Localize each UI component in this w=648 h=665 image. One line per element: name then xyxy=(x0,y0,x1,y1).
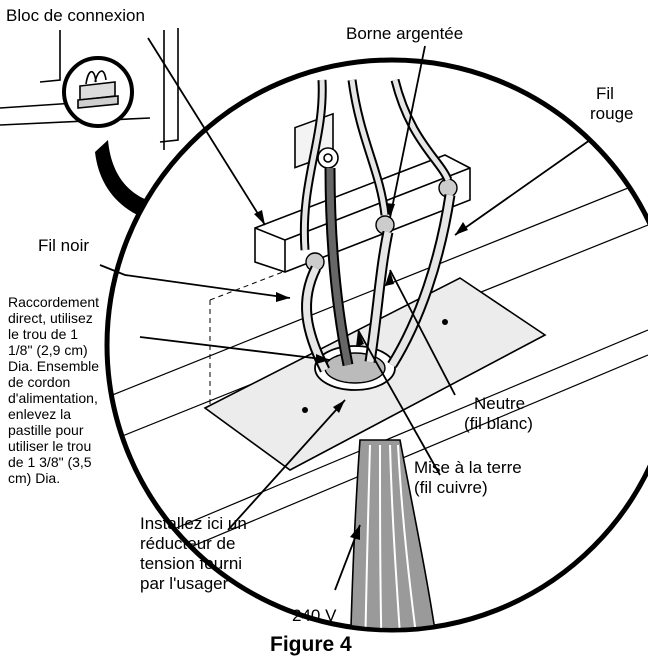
raccordement-line: Dia. Ensemble xyxy=(8,358,100,374)
raccordement-line: cm) Dia. xyxy=(8,470,61,486)
raccordement-line: d'alimentation, xyxy=(8,390,98,406)
label-bloc-de-connexion: Bloc de connexion xyxy=(6,6,145,25)
raccordement-line: de 1 3/8" (3,5 xyxy=(8,454,92,470)
arrowheads xyxy=(254,203,468,540)
label-borne-argentee: Borne argentée xyxy=(346,24,464,43)
terminal-screws xyxy=(305,178,458,272)
raccordement-line: direct, utilisez xyxy=(8,310,93,326)
raccordement-line: 1/8" (2,9 cm) xyxy=(8,342,88,358)
label-mise-line1: Mise à la terre xyxy=(414,458,522,477)
raccordement-line: enlevez la xyxy=(8,406,72,422)
label-voltage: 240 V xyxy=(292,606,337,625)
installez-line: réducteur de xyxy=(140,534,236,553)
raccordement-line: Raccordement xyxy=(8,294,100,310)
figure-caption: Figure 4 xyxy=(270,633,352,656)
leader-lines xyxy=(99,37,591,591)
raccordement-line: le trou de 1 xyxy=(8,326,79,342)
label-fil-noir: Fil noir xyxy=(38,236,90,255)
label-neutre-line2: (fil blanc) xyxy=(464,414,533,433)
detail-content xyxy=(109,78,648,628)
label-neutre: Neutre (fil blanc) xyxy=(464,394,533,434)
raccordement-line: utiliser le trou xyxy=(8,438,92,454)
label-neutre-line1: Neutre xyxy=(474,394,526,413)
label-fil-rouge-line2: rouge xyxy=(590,104,634,123)
raccordement-line: de cordon xyxy=(8,374,71,390)
installez-line: tension fourni xyxy=(140,554,243,573)
installez-line: Installez ici un xyxy=(140,514,247,533)
installez-line: par l'usager xyxy=(140,574,229,593)
label-mise-line2: (fil cuivre) xyxy=(414,478,488,497)
label-installez: Installez ici un réducteur de tension fo… xyxy=(140,514,247,594)
raccordement-line: pastille pour xyxy=(8,422,84,438)
label-raccordement: Raccordement direct, utilisez le trou de… xyxy=(8,294,99,486)
ground-ring-terminal xyxy=(317,147,339,169)
label-fil-rouge: Fil rouge xyxy=(590,84,633,124)
inset-view xyxy=(0,28,179,150)
label-fil-rouge-line1: Fil xyxy=(596,84,614,103)
power-cord xyxy=(349,439,441,628)
label-mise-a-la-terre: Mise à la terre (fil cuivre) xyxy=(414,458,522,498)
